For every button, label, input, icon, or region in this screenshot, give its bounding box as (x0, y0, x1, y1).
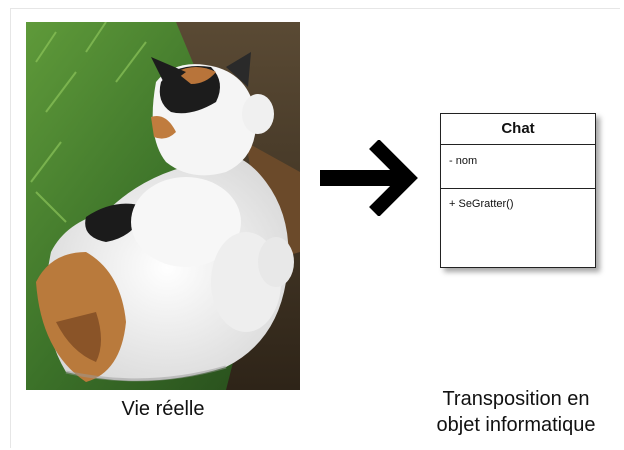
cat-photo (26, 22, 300, 390)
software-object-caption: Transposition en objet informatique (418, 386, 614, 438)
frame-top-border (10, 8, 620, 9)
frame-left-border (10, 8, 11, 448)
transform-arrow-icon (318, 139, 418, 217)
uml-attributes-section: - nom (441, 145, 595, 189)
caption-line-1: Transposition en (442, 388, 590, 410)
uml-attribute: - nom (449, 155, 478, 167)
uml-operations-section: + SeGratter() (441, 189, 595, 210)
uml-operation: + SeGratter() (449, 198, 514, 210)
uml-class-name: Chat (441, 114, 595, 145)
real-life-caption: Vie réelle (121, 398, 205, 420)
caption-line-2: objet informatique (436, 414, 596, 436)
uml-class-box: Chat - nom + SeGratter() (440, 113, 596, 268)
